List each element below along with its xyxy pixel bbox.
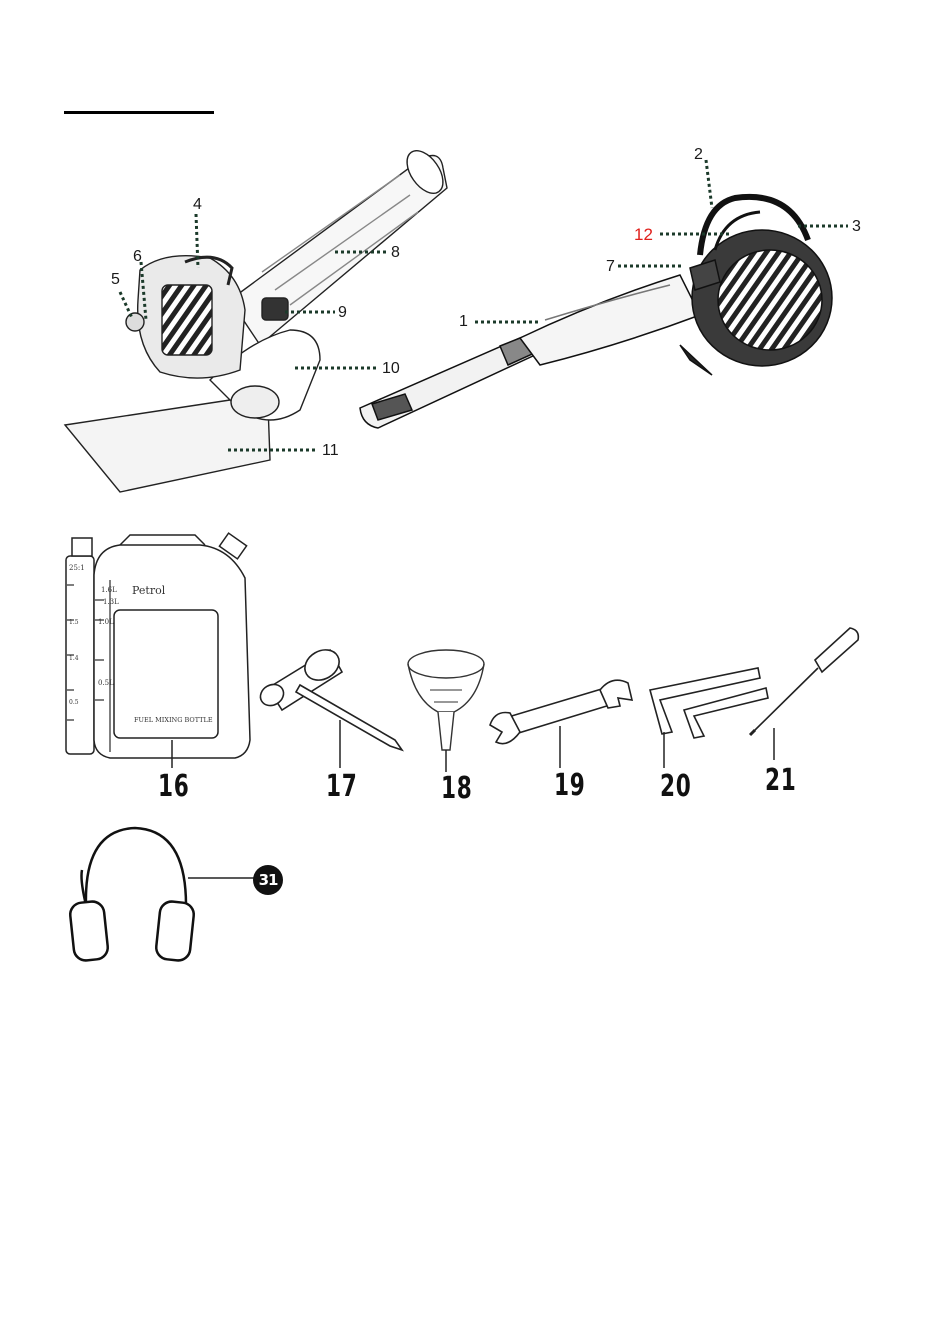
callout-6: 6 — [133, 249, 142, 265]
callout-8: 8 — [391, 245, 400, 261]
blower-configuration-illustration — [360, 197, 832, 428]
bottle-mark-1: 1.6L — [101, 586, 117, 594]
callout-12: 12 — [634, 226, 653, 243]
bottle-mark-4: 0.5L — [98, 679, 114, 687]
funnel-illustration — [408, 650, 484, 750]
hex-keys-illustration — [650, 668, 768, 738]
bottle-main-label: FUEL MIXING BOTTLE — [134, 716, 213, 724]
ear-protection-illustration — [69, 828, 195, 962]
bottle-mark-3: 1.0L — [98, 618, 114, 626]
callout-10: 10 — [382, 361, 400, 377]
bottle-ratio-label: 25:1 — [69, 564, 85, 572]
accessory-number-20: 20 — [660, 772, 692, 802]
bottle-side-mark-2: 1.4 — [69, 655, 79, 662]
callout-9: 9 — [338, 305, 347, 321]
vacuum-configuration-illustration — [65, 144, 450, 492]
bottle-mark-2: 1.3L — [103, 598, 119, 606]
callout-3: 3 — [852, 219, 861, 235]
screwdriver-illustration — [750, 628, 858, 735]
callout-5: 5 — [111, 272, 120, 288]
callout-7: 7 — [606, 259, 615, 275]
fuel-mixing-bottle-illustration — [66, 533, 250, 758]
callout-4: 4 — [193, 197, 202, 213]
accessory-number-18: 18 — [441, 774, 473, 804]
accessory-number-31-badge: 31 — [253, 865, 283, 895]
spark-plug-wrench-illustration — [257, 644, 402, 750]
callout-11: 11 — [322, 443, 339, 459]
callout-1: 1 — [459, 314, 468, 330]
accessory-number-21: 21 — [765, 766, 797, 796]
accessory-number-17: 17 — [326, 772, 358, 802]
open-end-wrench-illustration — [490, 680, 632, 743]
accessory-number-19: 19 — [554, 771, 586, 801]
bottle-side-mark-1: 1.5 — [69, 619, 79, 626]
bottle-side-mark-3: 0.5 — [69, 699, 79, 706]
accessory-number-16: 16 — [158, 772, 190, 802]
callout-2: 2 — [694, 147, 703, 163]
bottle-petrol-label: Petrol — [132, 584, 166, 597]
